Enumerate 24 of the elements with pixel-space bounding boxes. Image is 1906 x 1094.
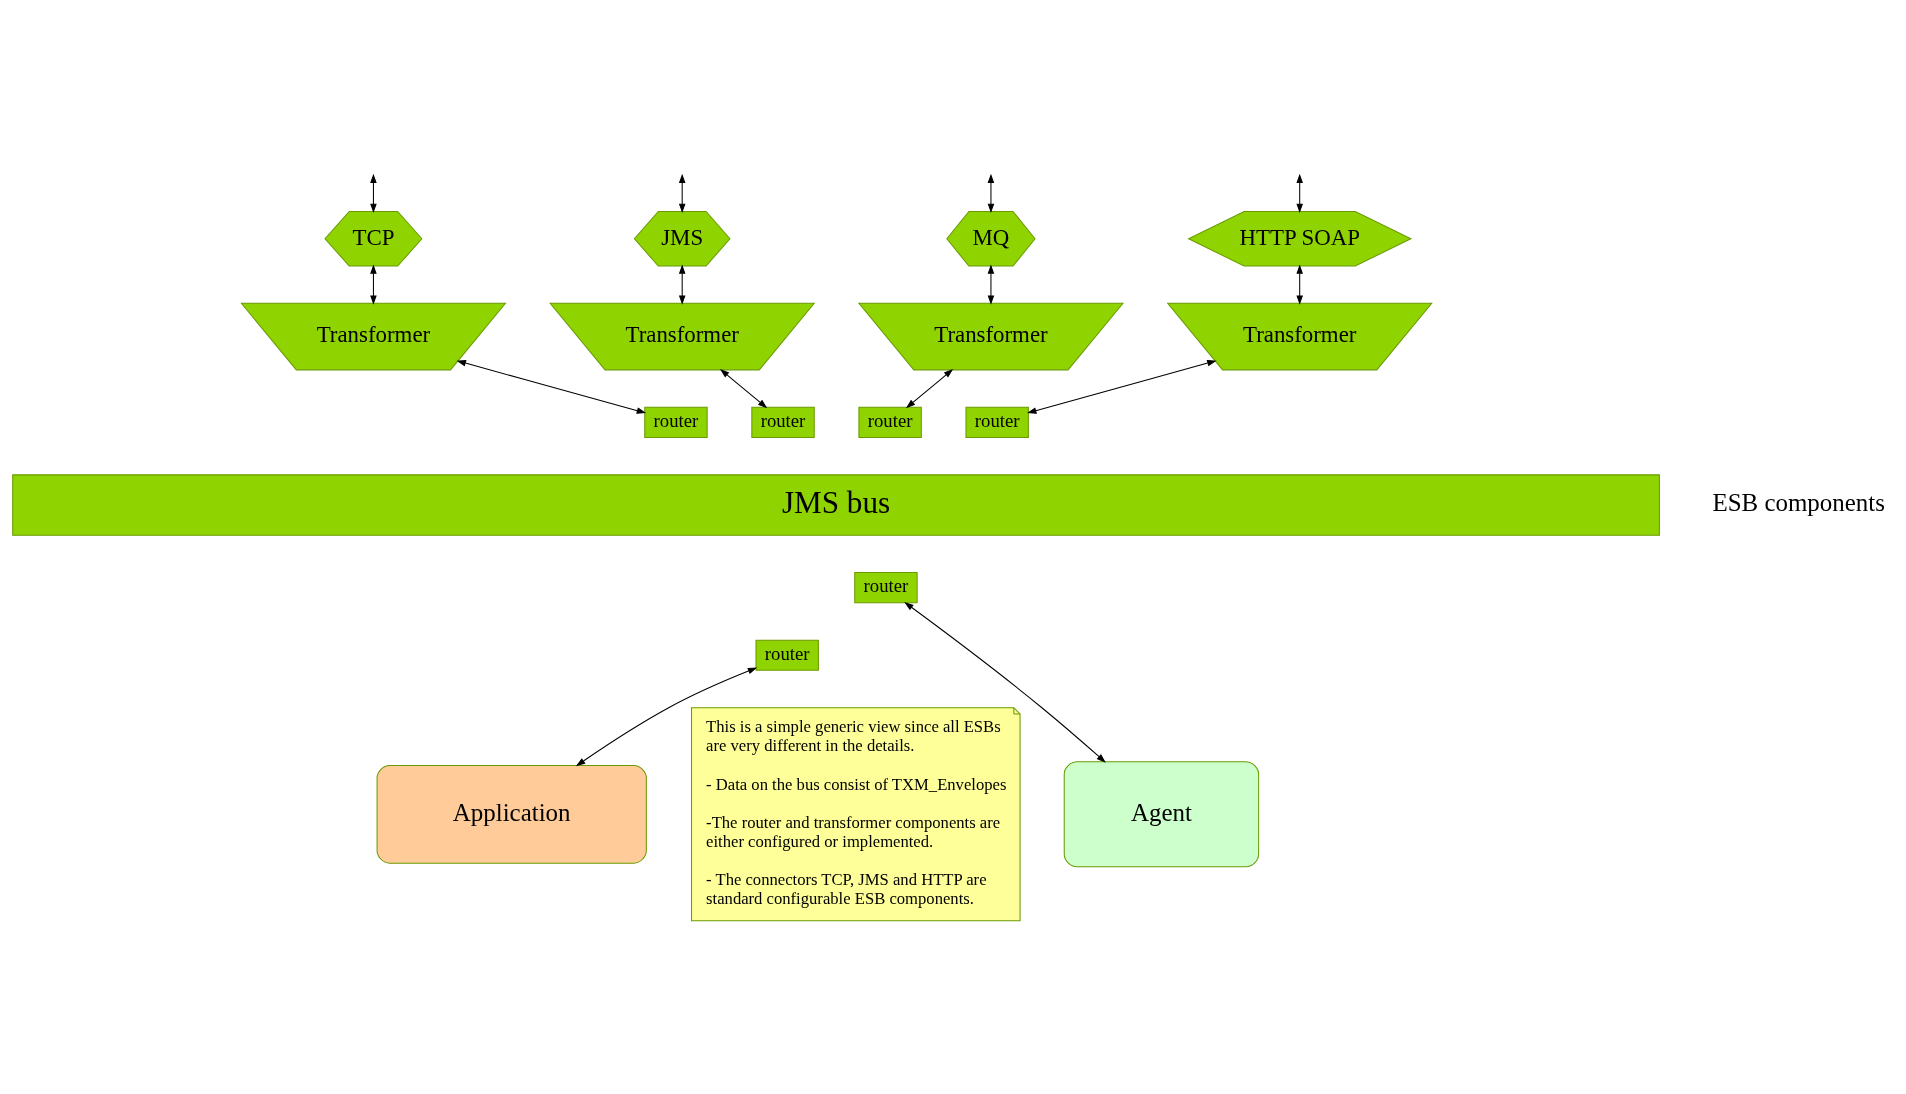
arrow <box>575 667 758 766</box>
arrow <box>1027 359 1217 414</box>
arrow <box>370 263 377 305</box>
arrow <box>987 173 995 213</box>
arrow <box>678 263 686 305</box>
node-box: router <box>751 406 815 438</box>
arrow <box>987 263 995 305</box>
arrow <box>719 368 768 408</box>
arrow <box>905 368 954 408</box>
node-box: router <box>854 571 918 603</box>
node-box: router <box>858 406 922 438</box>
arrow <box>370 173 377 213</box>
node-box: router <box>965 406 1029 438</box>
node-box: JMS bus <box>12 473 1660 536</box>
node-box: Agent <box>1063 760 1260 867</box>
arrow <box>456 359 647 414</box>
node-box: Application <box>376 764 647 864</box>
arrow <box>1296 173 1303 213</box>
arrow <box>678 173 686 213</box>
node-box: router <box>755 639 819 671</box>
node-box: router <box>644 406 708 438</box>
arrow <box>904 601 1106 763</box>
arrow <box>1296 263 1303 305</box>
label: ESB components <box>1712 488 1885 516</box>
